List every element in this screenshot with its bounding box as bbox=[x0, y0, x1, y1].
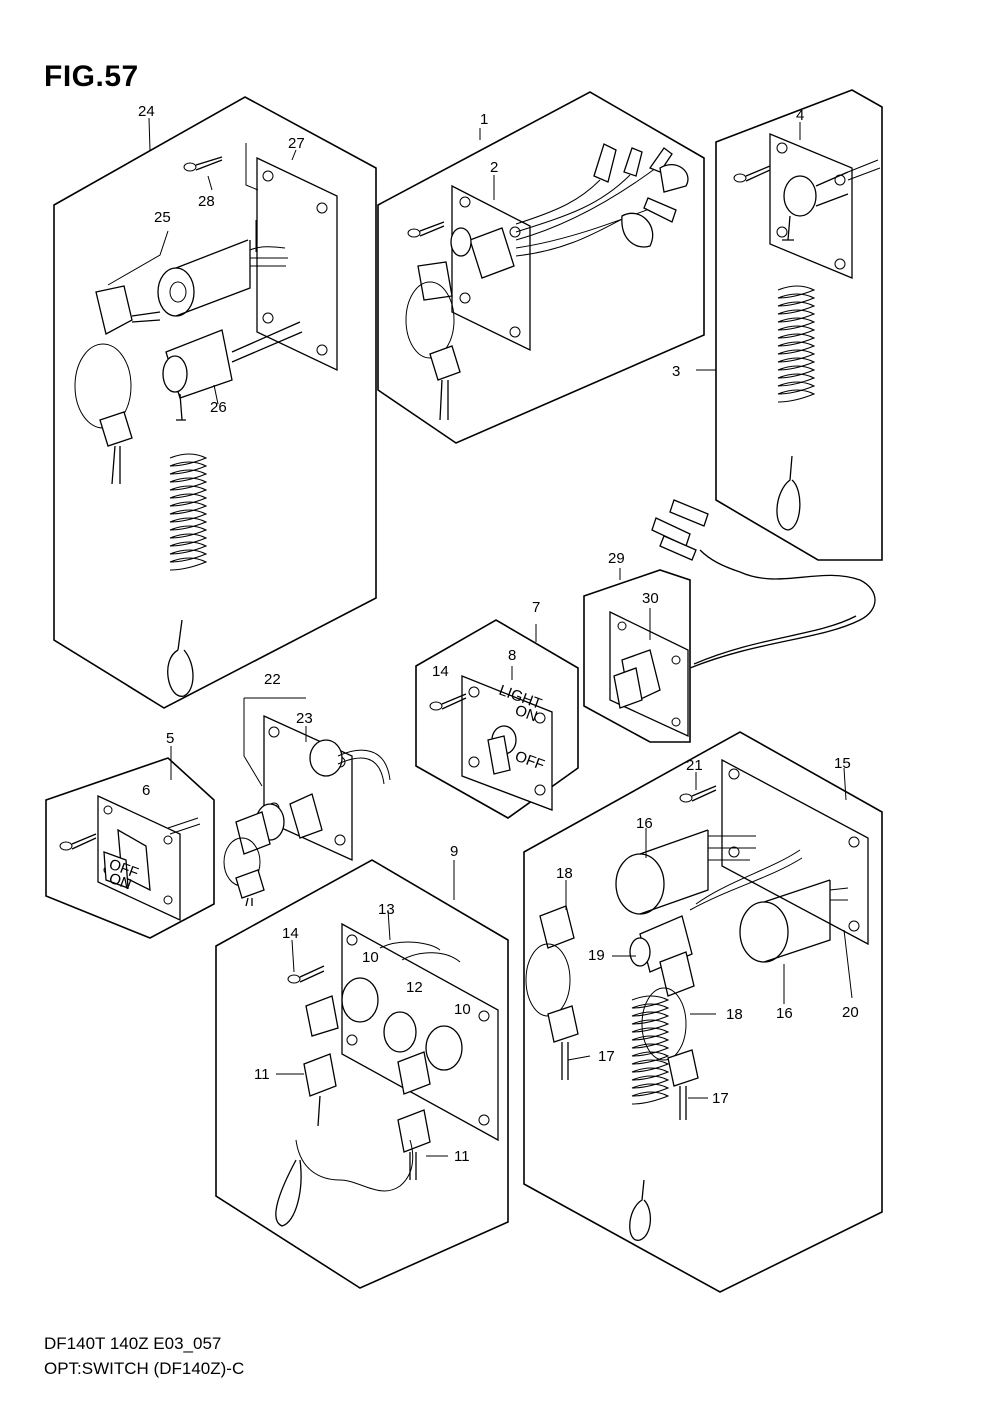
on-label: ON bbox=[513, 702, 540, 726]
callout-3: 3 bbox=[672, 363, 680, 380]
rocker-on-label: ON bbox=[107, 870, 134, 894]
callout-28: 28 bbox=[198, 193, 215, 210]
callout-8: 8 bbox=[508, 647, 516, 664]
assembly-group-9 bbox=[215, 859, 509, 1289]
callout-12: 12 bbox=[406, 979, 423, 996]
callout-4: 4 bbox=[796, 107, 804, 124]
assembly-group-15 bbox=[523, 731, 883, 1293]
callout-15: 15 bbox=[834, 755, 851, 772]
callout-25: 25 bbox=[154, 209, 171, 226]
callout-11b: 11 bbox=[454, 1148, 470, 1165]
callout-2: 2 bbox=[490, 159, 498, 176]
callout-7: 7 bbox=[532, 599, 540, 616]
callout-19: 19 bbox=[588, 947, 605, 964]
assembly-group-1 bbox=[377, 91, 705, 444]
assembly-group-24 bbox=[53, 96, 377, 709]
callout-13: 13 bbox=[378, 901, 395, 918]
callout-30: 30 bbox=[642, 590, 659, 607]
callout-18a: 18 bbox=[556, 865, 573, 882]
callout-10b: 10 bbox=[454, 1001, 471, 1018]
callout-16a: 16 bbox=[636, 815, 653, 832]
callout-1: 1 bbox=[480, 111, 488, 128]
callout-23: 23 bbox=[296, 710, 313, 727]
footer-model-code: DF140T 140Z E03_057 bbox=[44, 1334, 222, 1353]
callout-14b: 14 bbox=[282, 925, 299, 942]
callout-9: 9 bbox=[450, 843, 458, 860]
assembly-group-7: LIGHT ON OFF bbox=[415, 619, 579, 819]
callout-11a: 11 bbox=[254, 1066, 270, 1083]
callout-labels: 1 2 3 4 5 6 7 8 9 10 10 11 11 12 13 14 1… bbox=[138, 103, 859, 1165]
callout-14a: 14 bbox=[432, 663, 449, 680]
callout-21: 21 bbox=[686, 757, 703, 774]
callout-22: 22 bbox=[264, 671, 281, 688]
callout-29: 29 bbox=[608, 550, 625, 567]
assembly-group-29 bbox=[583, 499, 876, 743]
callout-10a: 10 bbox=[362, 949, 379, 966]
callout-17b: 17 bbox=[712, 1090, 729, 1107]
callout-6: 6 bbox=[142, 782, 150, 799]
callout-26: 26 bbox=[210, 399, 227, 416]
footer-description: OPT:SWITCH (DF140Z)-C bbox=[44, 1359, 245, 1378]
assembly-group-22 bbox=[223, 697, 391, 907]
callout-17a: 17 bbox=[598, 1048, 615, 1065]
callout-16b: 16 bbox=[776, 1005, 793, 1022]
figure-title: FIG.57 bbox=[44, 60, 139, 93]
assembly-group-4 bbox=[696, 89, 883, 561]
callout-24: 24 bbox=[138, 103, 155, 120]
assembly-group-5: OFF ON bbox=[45, 746, 215, 939]
callout-27: 27 bbox=[288, 135, 305, 152]
callout-20: 20 bbox=[842, 1004, 859, 1021]
callout-5: 5 bbox=[166, 730, 174, 747]
callout-18b: 18 bbox=[726, 1006, 743, 1023]
